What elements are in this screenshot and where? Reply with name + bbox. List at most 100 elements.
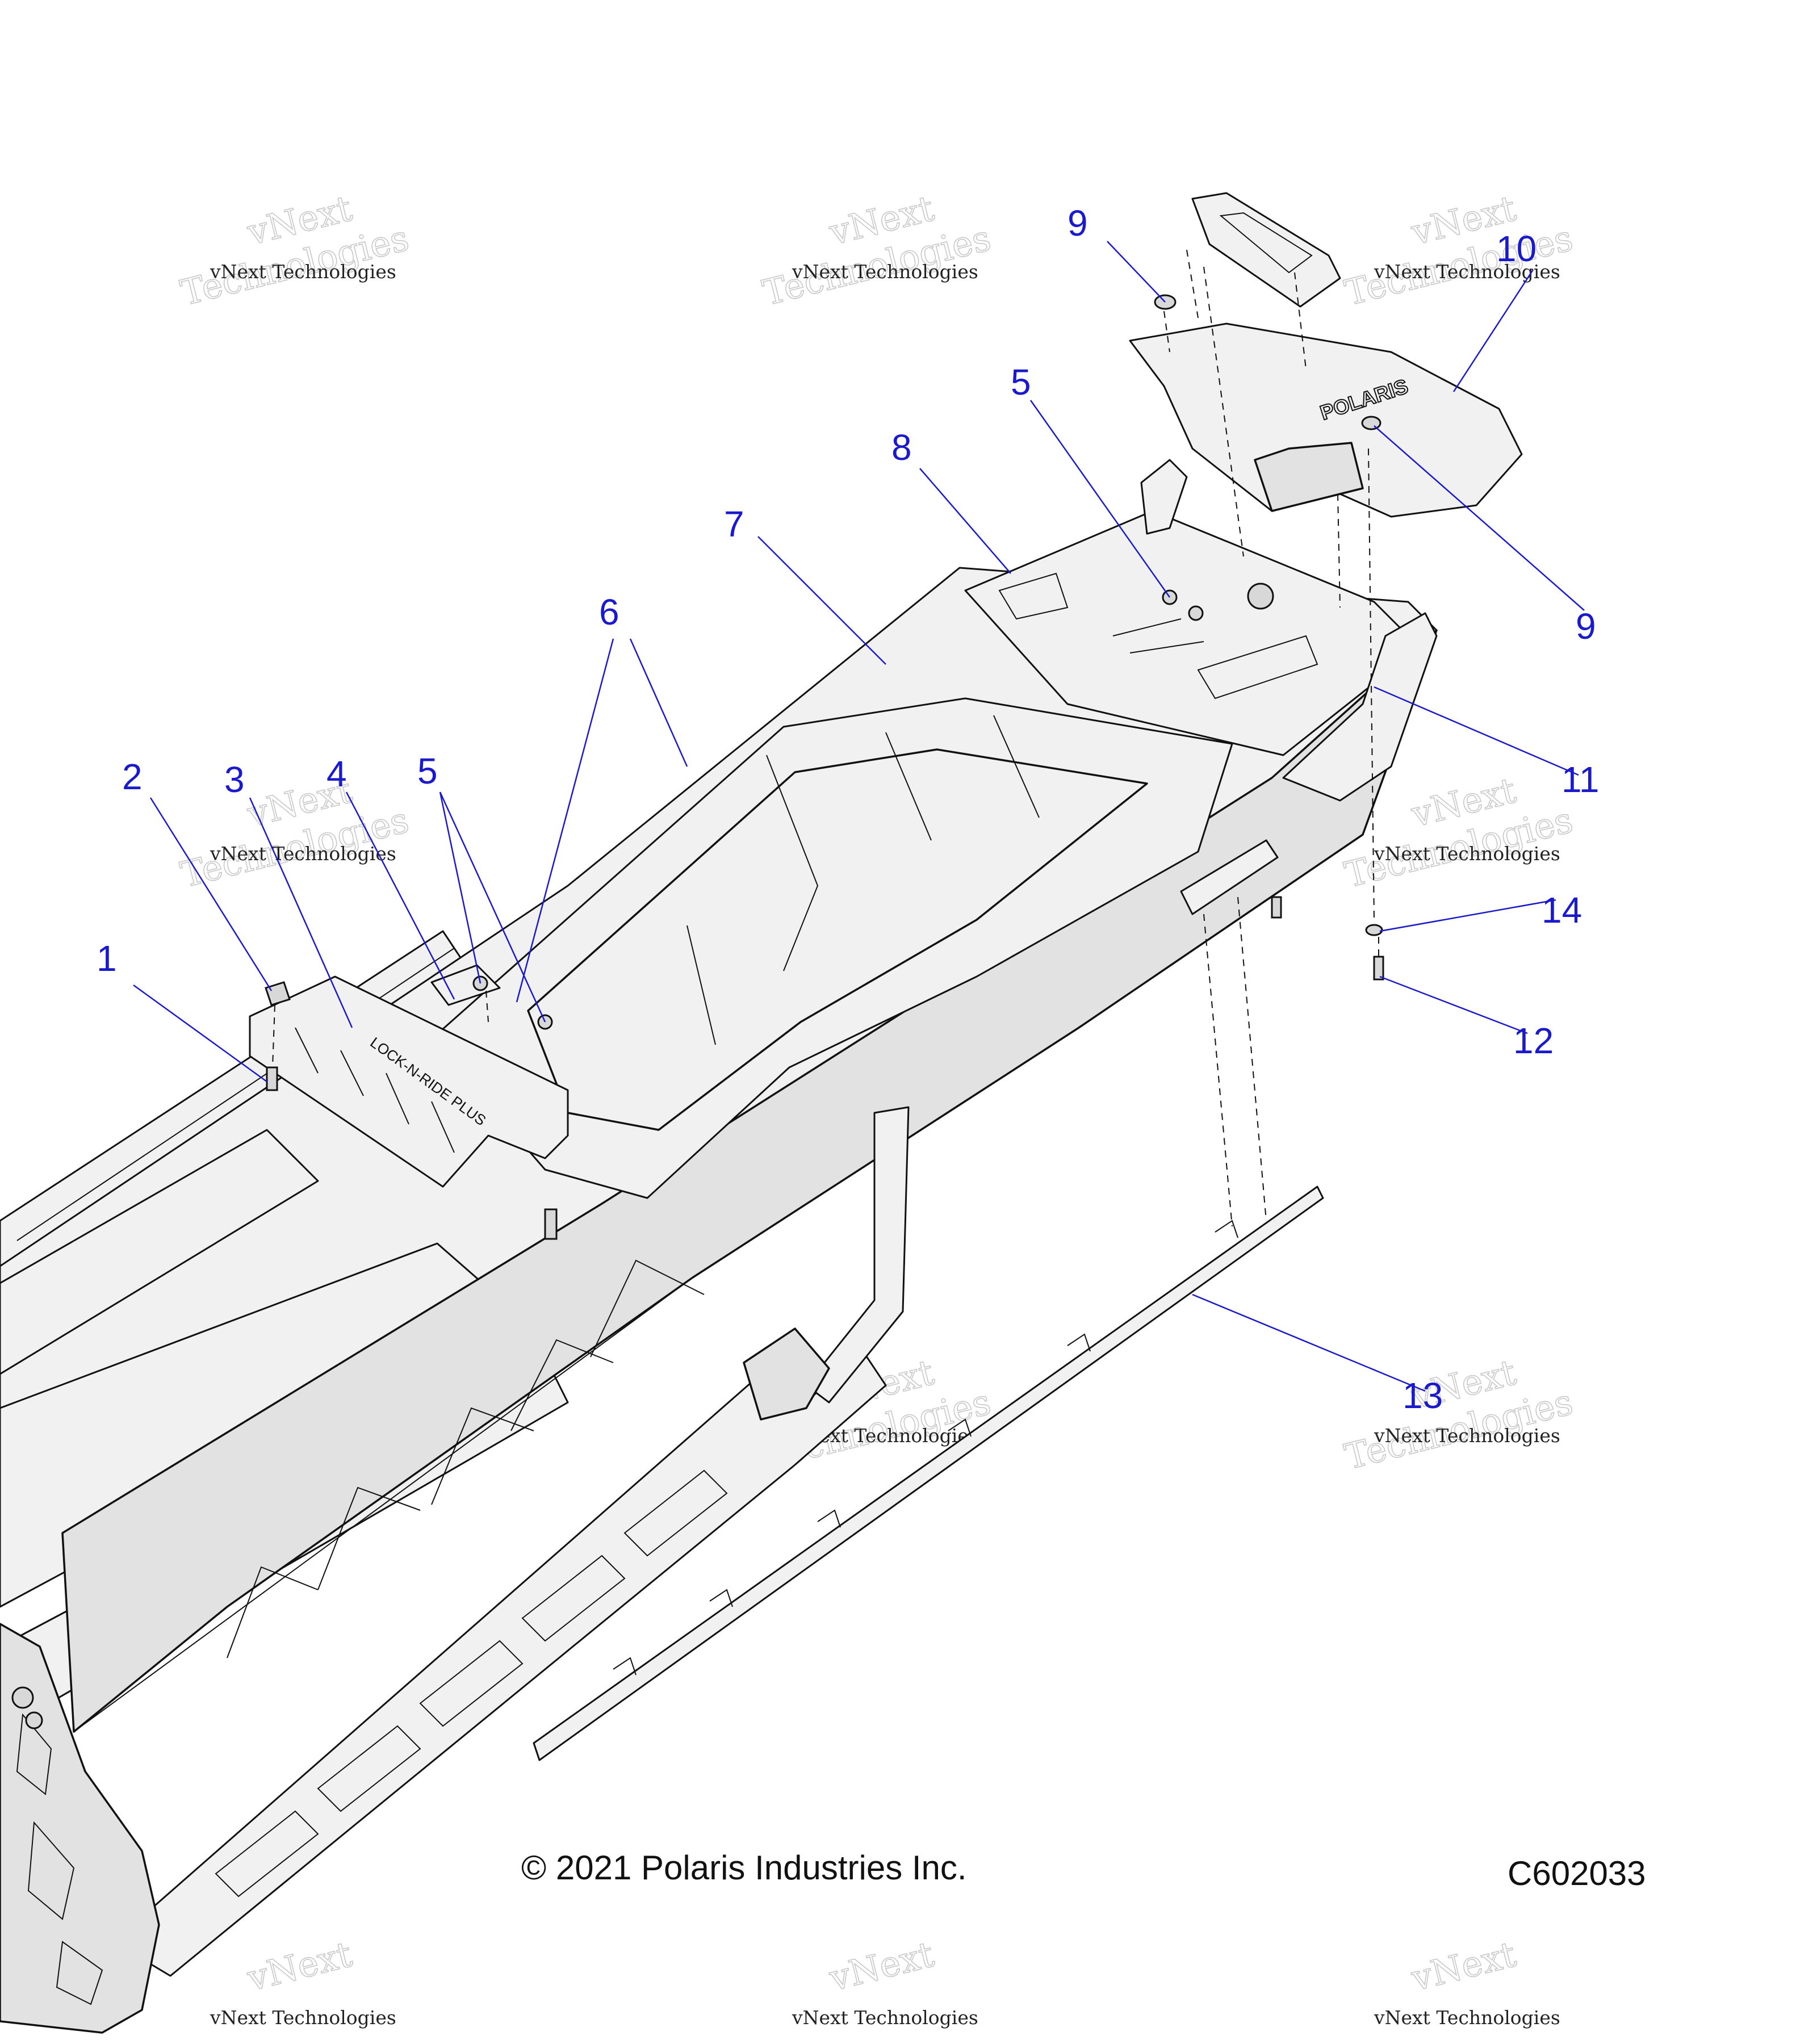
guide-front [272, 990, 489, 1068]
watermark-ghost-top: vNext [243, 1933, 356, 1999]
watermark-text: vNext Technologies [1374, 2007, 1560, 2029]
leader-13 [1192, 1293, 1426, 1392]
nut-2 [265, 981, 291, 1006]
leader-12 [1379, 975, 1528, 1034]
watermark: vNext Technologies vNext Technologies [758, 187, 995, 314]
flap-top-plate-recess [1219, 212, 1313, 274]
storage-compartment [430, 697, 1233, 1199]
bolt-5-rear-2 [1188, 605, 1204, 621]
watermark: vNext Technologies vNext Technologies [1340, 187, 1577, 314]
rail-strip-tabs [613, 1220, 1238, 1676]
snowflap-assembly: POLARIS [1129, 192, 1523, 535]
watermark-text: vNext Technologies [792, 2007, 978, 2029]
callout-10[interactable]: 10 [1496, 228, 1537, 269]
leader-9-flap [1374, 425, 1585, 611]
deck-plate-1 [0, 1129, 319, 1375]
watermark-ghost-top: vNext [825, 1933, 938, 1999]
leader-2 [149, 797, 273, 991]
side-wall-ribs [227, 1259, 705, 1658]
rear-tail-cap [1282, 612, 1438, 802]
latch-part [1247, 583, 1274, 610]
fasteners [265, 294, 1384, 1240]
watermark-text: vNext Technologies [1374, 1425, 1560, 1447]
watermark-text: vNext Technologies [1374, 261, 1560, 283]
rear-side-handle [1180, 839, 1279, 915]
lock-ride-bracket [249, 975, 569, 1188]
screw-12-b [1271, 896, 1282, 919]
watermark-ghost-top: vNext [1407, 1933, 1520, 1999]
guide-rail [1203, 897, 1267, 1227]
leader-5-rear [1029, 400, 1171, 598]
stud-front [544, 1208, 558, 1240]
running-board-corner-block [743, 1327, 830, 1421]
snowflap-lower-skirt [1254, 442, 1364, 512]
watermark-text: vNext Technologies [210, 261, 396, 283]
leader-4 [345, 791, 455, 1000]
watermark-text: vNext Technologies [210, 2007, 396, 2029]
callout-8[interactable]: 8 [891, 427, 912, 468]
storage-compartment-inner [527, 748, 1148, 1131]
front-bulkhead-cutouts [16, 1713, 103, 2005]
push-rivet-9-flap [1361, 416, 1381, 430]
watermark-text: vNext Technologies [210, 843, 396, 865]
leader-1 [133, 984, 267, 1083]
front-seat-bracket: LOCK-N-RIDE PLUS [249, 964, 569, 1188]
assembly-guides [272, 249, 1379, 1227]
leader-7 [757, 536, 886, 665]
snowflap [1129, 322, 1523, 518]
rail-strip [533, 1186, 1324, 1761]
rear-deck-details [998, 572, 1318, 700]
callout-6[interactable]: 6 [599, 592, 619, 633]
bulkhead-bolt [25, 1711, 43, 1729]
leader-10 [1452, 269, 1534, 392]
leader-6 [516, 638, 688, 1003]
watermark: vNext Technologies vNext Technologies [176, 769, 413, 896]
callout-2[interactable]: 2 [122, 756, 143, 797]
leader-11 [1374, 686, 1579, 776]
callout-13[interactable]: 13 [1402, 1375, 1443, 1416]
callout-1[interactable]: 1 [97, 938, 117, 979]
slide-rail-strip [533, 1186, 1324, 1761]
washer-14 [1365, 924, 1383, 936]
watermark: vNext vNext Technologies [792, 1933, 978, 2029]
callout-11[interactable]: 11 [1561, 759, 1599, 800]
tunnel-assembly [0, 510, 1438, 2034]
callout-3[interactable]: 3 [224, 759, 245, 800]
bulkhead-bolt [11, 1686, 34, 1709]
callout-7[interactable]: 7 [724, 504, 744, 544]
stud-1 [266, 1066, 278, 1091]
watermark-text: vNext Technologies [1374, 843, 1560, 865]
storage-compartment-ribs [686, 715, 1040, 1045]
running-board-support [805, 1106, 910, 1404]
callout-9-flap[interactable]: 9 [1576, 606, 1596, 647]
guide-flap-lower [1337, 448, 1379, 957]
leader-3 [249, 797, 353, 1028]
callout-numbers: 1 2 3 4 5 5 6 7 8 9 9 10 11 12 13 14 [97, 203, 1599, 1416]
right-running-board-slots [215, 1469, 728, 1898]
callout-12[interactable]: 12 [1513, 1020, 1554, 1061]
callout-5-rear[interactable]: 5 [1011, 362, 1031, 403]
lock-ride-bracket-ribs [295, 1027, 455, 1153]
leader-8 [919, 468, 1011, 574]
watermark: vNext Technologies vNext Technologies [176, 187, 413, 314]
flap-top-plate [1191, 192, 1341, 308]
callout-leaders [133, 241, 1585, 1392]
screw-12 [1373, 956, 1384, 981]
callout-14[interactable]: 14 [1542, 890, 1582, 931]
callout-5-front[interactable]: 5 [417, 751, 438, 791]
leader-5-front [439, 791, 546, 1023]
watermark-text: vNext Technologies [792, 261, 978, 283]
callout-9-top[interactable]: 9 [1067, 203, 1088, 244]
bracket-plate [430, 964, 501, 1006]
footer: © 2021 Polaris Industries Inc. C602033 [521, 1849, 1646, 1892]
leader-9-top [1107, 241, 1166, 303]
watermark: vNext vNext Technologies [1374, 1933, 1560, 2029]
figure-code: C602033 [1508, 1854, 1646, 1892]
callout-4[interactable]: 4 [326, 753, 347, 794]
copyright-notice: © 2021 Polaris Industries Inc. [521, 1849, 967, 1887]
flap-mount-bracket [1140, 459, 1188, 535]
watermark: vNext vNext Technologies [210, 1933, 396, 2029]
leader-14 [1379, 899, 1556, 932]
